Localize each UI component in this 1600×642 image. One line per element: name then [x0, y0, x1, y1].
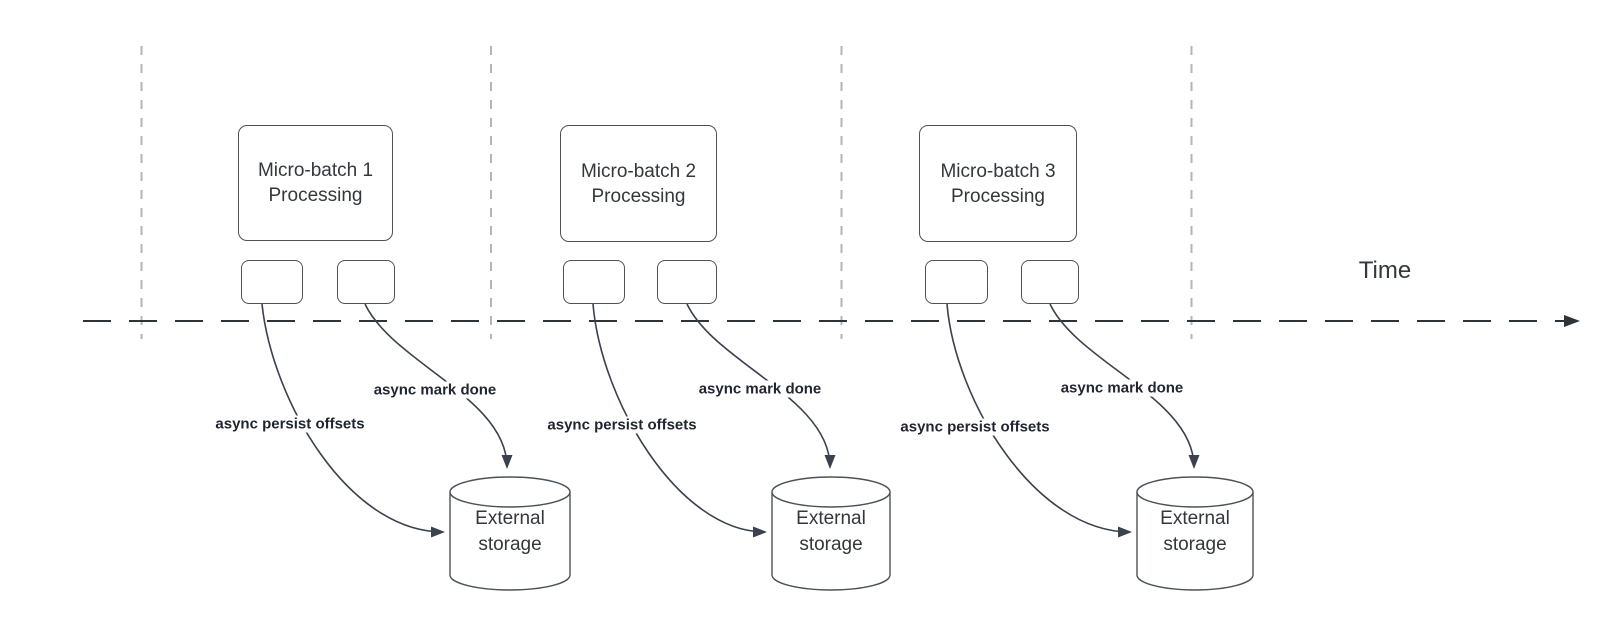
external-storage-cylinder-1	[449, 476, 571, 591]
external-storage-label-2: External storage	[772, 506, 890, 558]
time-axis-label: Time	[1358, 257, 1412, 284]
micro-batch-2-processing-box: Micro-batch 2 Processing	[560, 125, 717, 242]
micro-batch-1-label-line1: Micro-batch 1	[257, 160, 374, 181]
persist-offsets-label-2: async persist offsets	[543, 416, 701, 434]
external-storage-label-1-line2: storage	[478, 534, 542, 555]
persist-task-box-1	[241, 260, 303, 304]
external-storage-cylinder-2	[771, 476, 891, 591]
done-task-box-1	[337, 260, 395, 304]
persist-offsets-arrow-3	[946, 303, 1132, 538]
cylinder-top-2	[771, 476, 891, 508]
cylinder-top-1	[449, 476, 571, 508]
done-task-box-2	[657, 260, 717, 304]
persist-offsets-arrow-1	[261, 303, 445, 538]
micro-batch-3-label-line1: Micro-batch 3	[940, 160, 1056, 182]
micro-batch-1-label-line2: Processing	[268, 185, 363, 206]
persist-offsets-label-3: async persist offsets	[896, 418, 1054, 436]
external-storage-cylinder-3	[1136, 476, 1254, 591]
external-storage-label-1: External storage	[450, 506, 570, 558]
mark-done-label-1: async mark done	[369, 381, 501, 399]
micro-batch-1-processing-box: Micro-batch 1 Processing	[238, 125, 393, 241]
external-storage-label-2-line2: storage	[799, 534, 863, 555]
external-storage-label-3: External storage	[1137, 506, 1253, 558]
persist-task-box-3	[925, 260, 988, 304]
cylinder-top-3	[1136, 476, 1254, 508]
micro-batch-3-label-line2: Processing	[951, 185, 1045, 207]
cylinder-body-2	[771, 492, 891, 591]
external-storage-label-3-line1: External	[1160, 508, 1230, 529]
micro-batch-2-label-line1: Micro-batch 2	[580, 160, 697, 182]
micro-batch-3-processing-box: Micro-batch 3 Processing	[919, 125, 1077, 242]
persist-offsets-label-1: async persist offsets	[211, 415, 369, 433]
done-task-box-3	[1021, 260, 1079, 304]
external-storage-label-2-line1: External	[796, 508, 866, 529]
mark-done-label-3: async mark done	[1056, 379, 1188, 397]
cylinder-body-1	[449, 492, 571, 591]
persist-task-box-2	[563, 260, 625, 304]
persist-offsets-arrow-2	[592, 303, 767, 538]
micro-batch-2-label-line2: Processing	[591, 185, 686, 207]
external-storage-label-3-line2: storage	[1163, 534, 1227, 555]
cylinder-body-3	[1136, 492, 1254, 591]
mark-done-label-2: async mark done	[694, 380, 826, 398]
external-storage-label-1-line1: External	[475, 508, 545, 529]
